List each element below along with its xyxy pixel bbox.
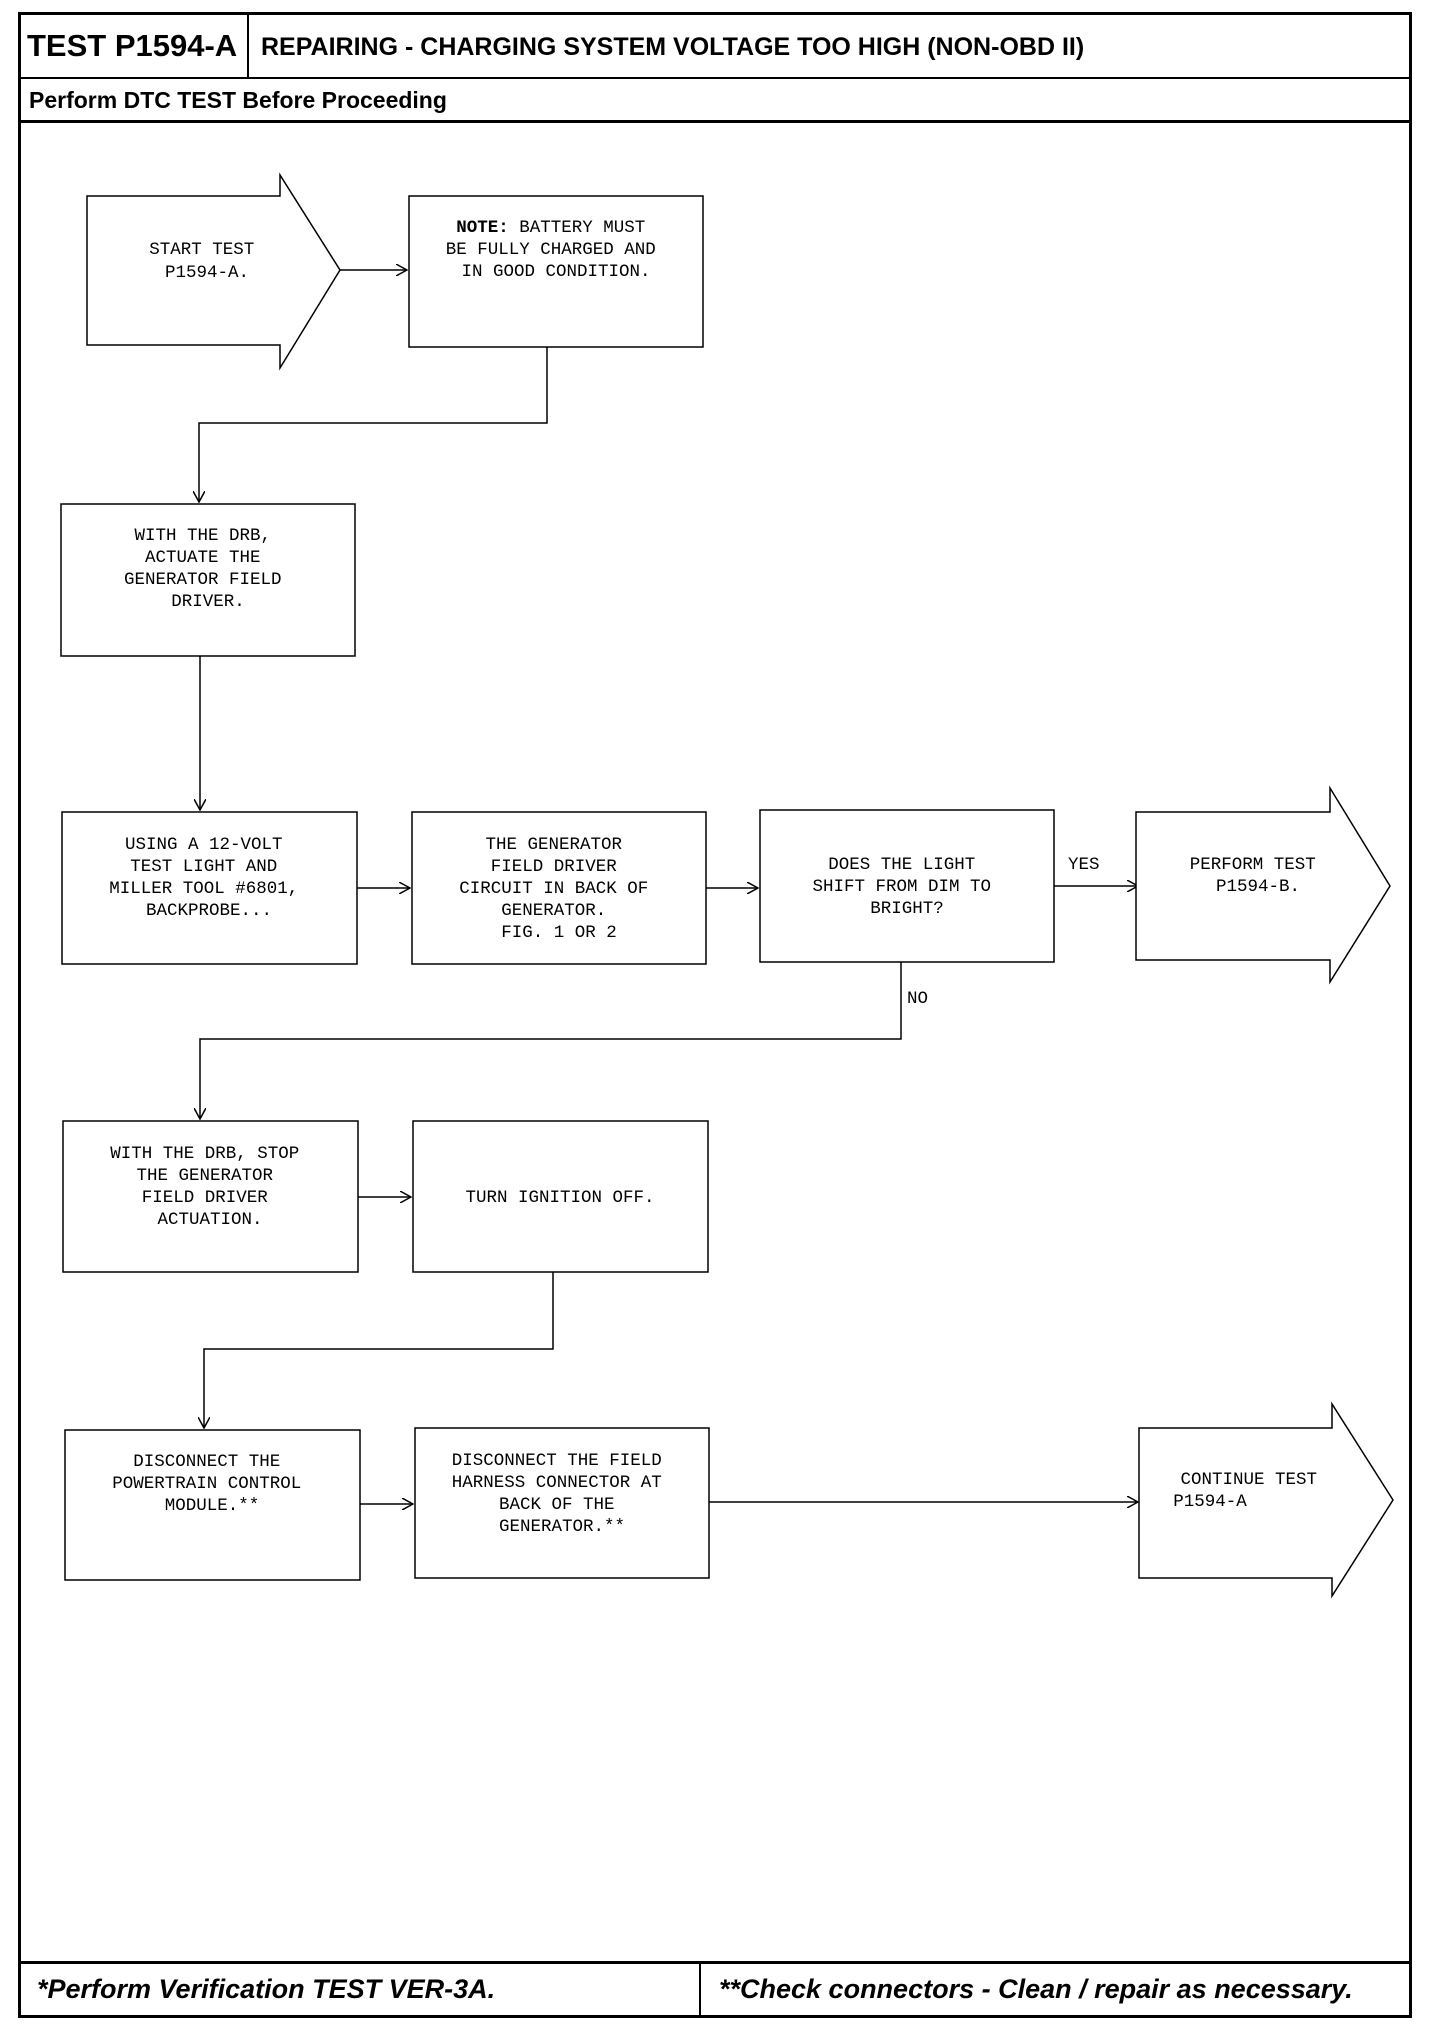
perform-b-line-1: PERFORM TEST [1190, 855, 1316, 875]
field-circuit-node: THE GENERATOR FIELD DRIVER CIRCUIT IN BA… [411, 811, 707, 965]
test-light-node: USING A 12-VOLT TEST LIGHT AND MILLER TO… [61, 811, 358, 965]
actuate-line-2: ACTUATE THE [145, 548, 261, 568]
subheader-row: Perform DTC TEST Before Proceeding [21, 79, 1409, 123]
test-light-line-4: BACKPROBE... [146, 901, 272, 921]
note-label: NOTE: [456, 218, 509, 238]
svg-text:DOES THE LIGHT SHIFT FRO: DOES THE LIGHT SHIFT FROM DIM TO BRIGHT? [812, 855, 1001, 919]
battery-note-node: NOTE: BATTERY MUST BE FULLY CHARGED AND … [408, 195, 704, 348]
no-label: NO [907, 989, 928, 1009]
svg-text:THE GENERATOR FIELD DRIV: THE GENERATOR FIELD DRIVER CIRCUIT IN BA… [459, 835, 659, 943]
header-row: TEST P1594-A REPAIRING - CHARGING SYSTEM… [21, 15, 1409, 79]
svg-text:TURN IGNITION OFF.: TURN IGNITION OFF. [465, 1188, 654, 1208]
pcm-line-1: DISCONNECT THE [133, 1452, 280, 1472]
field-line-4: GENERATOR.** [499, 1517, 625, 1537]
test-light-line-3: MILLER TOOL #6801, [109, 879, 298, 899]
disconnect-pcm-node: DISCONNECT THE POWERTRAIN CONTROL MODULE… [64, 1429, 361, 1581]
stop-line-3: FIELD DRIVER [142, 1188, 269, 1208]
continue-test-node: CONTINUE TEST P1594-A [1138, 1401, 1394, 1599]
note-line-2: BE FULLY CHARGED AND [446, 240, 656, 260]
pcm-line-2: POWERTRAIN CONTROL [112, 1474, 301, 1494]
continue-line-1: CONTINUE TEST [1180, 1470, 1317, 1490]
svg-text:PERFORM TEST P1594-B.: PERFORM TEST P1594-B. [1190, 855, 1327, 897]
question-line-1: DOES THE LIGHT [828, 855, 975, 875]
stop-line-1: WITH THE DRB, STOP [110, 1144, 299, 1164]
actuate-line-3: GENERATOR FIELD [124, 570, 282, 590]
svg-text:NOTE: BATTERY MUST BE FU: NOTE: BATTERY MUST BE FULLY CHARGED AND … [446, 218, 667, 282]
ignition-off-node: TURN IGNITION OFF. [412, 1120, 709, 1273]
footer-row: *Perform Verification TEST VER-3A. **Che… [21, 1961, 1409, 2015]
field-circuit-line-1: THE GENERATOR [485, 835, 622, 855]
svg-text:DISCONNECT THE POWERTRAI: DISCONNECT THE POWERTRAIN CONTROL MODULE… [112, 1452, 312, 1516]
stop-line-4: ACTUATION. [157, 1210, 262, 1230]
test-light-line-1: USING A 12-VOLT [125, 835, 283, 855]
start-line-1: START TEST [149, 240, 254, 260]
actuate-line-1: WITH THE DRB, [134, 526, 271, 546]
footer-verification-note: *Perform Verification TEST VER-3A. [21, 1964, 701, 2015]
note-line-1: BATTERY MUST [509, 218, 646, 238]
diagnostic-sheet: TEST P1594-A REPAIRING - CHARGING SYSTEM… [18, 12, 1412, 2018]
actuate-line-4: DRIVER. [171, 592, 245, 612]
continue-line-2: P1594-A [1173, 1492, 1247, 1512]
stop-actuation-node: WITH THE DRB, STOP THE GENERATOR FIELD D… [62, 1120, 359, 1273]
field-line-3: BACK OF THE [499, 1495, 615, 1515]
svg-text:DISCONNECT THE FIELD HAR: DISCONNECT THE FIELD HARNESS CONNECTOR A… [452, 1451, 673, 1537]
start-line-2: P1594-A. [165, 263, 249, 283]
actuate-node: WITH THE DRB, ACTUATE THE GENERATOR FIEL… [60, 503, 356, 657]
yes-label: YES [1068, 855, 1100, 875]
svg-text:WITH THE DRB, STOP THE G: WITH THE DRB, STOP THE GENERATOR FIELD D… [110, 1144, 310, 1230]
field-circuit-line-5: FIG. 1 OR 2 [501, 923, 617, 943]
svg-text:USING A 12-VOLT TEST LIG: USING A 12-VOLT TEST LIGHT AND MILLER TO… [109, 835, 309, 921]
svg-text:START TEST P1594-A.: START TEST P1594-A. [149, 240, 265, 283]
stop-line-2: THE GENERATOR [136, 1166, 273, 1186]
pcm-line-3: MODULE.** [165, 1496, 260, 1516]
field-line-2: HARNESS CONNECTOR AT [452, 1473, 662, 1493]
light-shift-question-node: DOES THE LIGHT SHIFT FROM DIM TO BRIGHT? [759, 809, 1055, 963]
connector-note-to-actuate [199, 347, 548, 502]
test-id: TEST P1594-A [21, 15, 249, 77]
disconnect-field-node: DISCONNECT THE FIELD HARNESS CONNECTOR A… [414, 1427, 710, 1579]
question-line-2: SHIFT FROM DIM TO [812, 877, 991, 897]
connector-ignition-to-pcm [204, 1272, 554, 1428]
svg-text:CONTINUE TEST P1594-A: CONTINUE TEST P1594-A [1173, 1470, 1327, 1512]
footer-connector-note: **Check connectors - Clean / repair as n… [719, 1974, 1353, 2004]
test-light-line-2: TEST LIGHT AND [130, 857, 277, 877]
ignition-line-1: TURN IGNITION OFF. [465, 1188, 654, 1208]
subtitle: Perform DTC TEST Before Proceeding [29, 87, 447, 113]
field-circuit-line-4: GENERATOR. [501, 901, 606, 921]
svg-text:WITH THE DRB, ACTUATE TH: WITH THE DRB, ACTUATE THE GENERATOR FIEL… [124, 526, 292, 612]
field-line-1: DISCONNECT THE FIELD [452, 1451, 662, 1471]
perform-b-line-2: P1594-B. [1216, 877, 1300, 897]
question-line-3: BRIGHT? [870, 899, 944, 919]
connector-question-no [200, 962, 902, 1119]
field-circuit-line-2: FIELD DRIVER [491, 857, 618, 877]
field-circuit-line-3: CIRCUIT IN BACK OF [459, 879, 648, 899]
perform-test-b-node: PERFORM TEST P1594-B. [1135, 785, 1391, 985]
note-line-3: IN GOOD CONDITION. [461, 262, 650, 282]
test-title: REPAIRING - CHARGING SYSTEM VOLTAGE TOO … [261, 33, 1085, 61]
start-test-node: START TEST P1594-A. [86, 172, 341, 371]
